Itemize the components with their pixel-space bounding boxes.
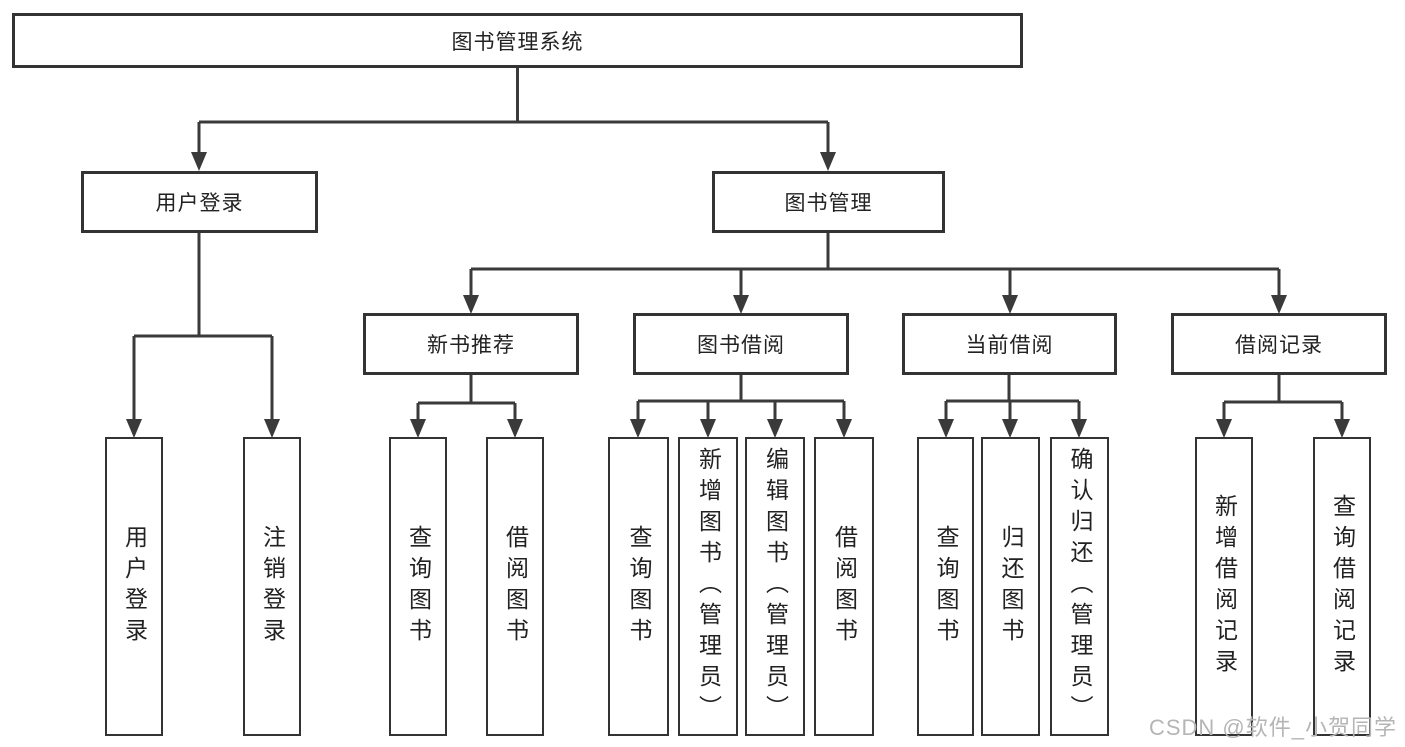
node-book-borrow: 图书借阅 (633, 313, 849, 375)
node-new-book-recommend: 新书推荐 (363, 313, 579, 375)
node-borrow-records: 借阅记录 (1171, 313, 1387, 375)
node-label: 图书借阅 (697, 334, 785, 357)
leaf-label: 查询图书 (405, 524, 432, 649)
node-current-borrow: 当前借阅 (902, 313, 1117, 375)
node-label: 借阅记录 (1235, 334, 1323, 357)
node-user-login: 用户登录 (81, 171, 318, 233)
node-book-management: 图书管理 (712, 171, 945, 233)
leaf-label: 新增图书（管理员） (695, 447, 722, 726)
leaf-label: 注销登录 (259, 524, 286, 649)
leaf-logout: 注销登录 (243, 437, 301, 736)
node-label: 用户登录 (155, 192, 244, 215)
leaf-label: 新增借阅记录 (1211, 493, 1238, 680)
leaf-label: 归还图书 (998, 524, 1024, 649)
leaf-user-login: 用户登录 (105, 437, 163, 736)
leaf-label: 查询图书 (933, 524, 959, 649)
leaf-return-books: 归还图书 (981, 437, 1040, 736)
leaf-label: 确认归还（管理员） (1067, 447, 1093, 726)
node-label: 图书管理系统 (451, 30, 584, 54)
node-root-system: 图书管理系统 (12, 13, 1023, 68)
leaf-query-books: 查询图书 (608, 437, 669, 736)
leaf-query-books: 查询图书 (389, 437, 447, 736)
leaf-confirm-return-admin: 确认归还（管理员） (1050, 437, 1109, 736)
leaf-edit-books-admin: 编辑图书（管理员） (745, 437, 805, 736)
leaf-label: 编辑图书（管理员） (762, 447, 789, 726)
leaf-borrow-books: 借阅图书 (814, 437, 874, 736)
leaf-query-borrow-record: 查询借阅记录 (1313, 437, 1371, 736)
leaf-label: 借阅图书 (831, 524, 858, 649)
leaf-label: 借阅图书 (502, 524, 529, 649)
leaf-borrow-books: 借阅图书 (486, 437, 544, 736)
arrowheads (126, 152, 1350, 438)
csdn-watermark: CSDN @软件_小贺同学 (1148, 715, 1397, 740)
node-label: 新书推荐 (427, 334, 515, 357)
leaf-add-borrow-record: 新增借阅记录 (1195, 437, 1253, 736)
node-label: 图书管理 (784, 192, 873, 215)
node-label: 当前借阅 (965, 334, 1054, 357)
leaf-label: 用户登录 (121, 524, 148, 649)
leaf-label: 查询借阅记录 (1329, 493, 1356, 680)
leaf-label: 查询图书 (626, 524, 652, 649)
leaf-add-books-admin: 新增图书（管理员） (678, 437, 738, 736)
leaf-query-books: 查询图书 (917, 437, 974, 736)
